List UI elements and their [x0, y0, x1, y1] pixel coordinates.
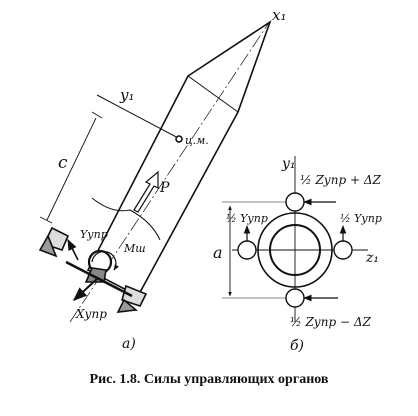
nozzle-left-circle: [237, 240, 257, 260]
nozzle-right: [116, 284, 148, 313]
force-x-arrow: [72, 277, 99, 301]
thrust-p-label: P: [159, 180, 170, 196]
rear-view-diagram: [222, 156, 368, 322]
nose-line: [187, 75, 239, 113]
nozzle-bottom: [285, 288, 305, 308]
nozzle-left: [38, 226, 70, 258]
base-plate: [65, 260, 133, 298]
axis-y1-label: y₁: [119, 86, 135, 104]
moment-label: Mш: [123, 242, 146, 255]
outer-ring: [257, 212, 333, 288]
bottom-force-label: ½ Zупр − ΔZ: [290, 315, 372, 329]
thrust-arrow: [133, 170, 159, 213]
left-force-label: ½ Yупр: [226, 212, 268, 225]
nozzle-top: [285, 192, 305, 212]
force-y-arrow: [67, 238, 79, 261]
nozzle-right-circle: [333, 240, 353, 260]
inner-ring: [269, 224, 321, 276]
longitudinal-axis: [69, 23, 269, 323]
brace: [91, 197, 161, 241]
dimension-a-label: a: [213, 243, 223, 262]
panel-a-label: а): [122, 336, 136, 352]
axis-x1-label: x₁: [272, 6, 286, 24]
force-x-label: Xупр: [75, 307, 107, 321]
center-of-mass-label: ц.м.: [185, 134, 209, 147]
axis-y1-label-b: y₁: [281, 156, 296, 172]
top-force-label: ½ Zупр + ΔZ: [300, 173, 382, 187]
rocket-body: [86, 20, 272, 298]
right-force-label: ½ Yупр: [340, 212, 382, 225]
distance-c-label: c: [58, 153, 68, 173]
center-of-mass-marker: [175, 135, 183, 143]
force-y-label: Yупр: [80, 228, 108, 241]
figure-caption: Рис. 1.8. Силы управляющих органов: [89, 372, 329, 387]
dimension-c-line: [46, 117, 97, 221]
transverse-axis: [96, 94, 183, 141]
rocket-diagram: [38, 20, 272, 323]
panel-b-label: б): [290, 338, 304, 354]
axis-z1-label: z₁: [365, 250, 379, 266]
moment-arc: [91, 250, 119, 271]
